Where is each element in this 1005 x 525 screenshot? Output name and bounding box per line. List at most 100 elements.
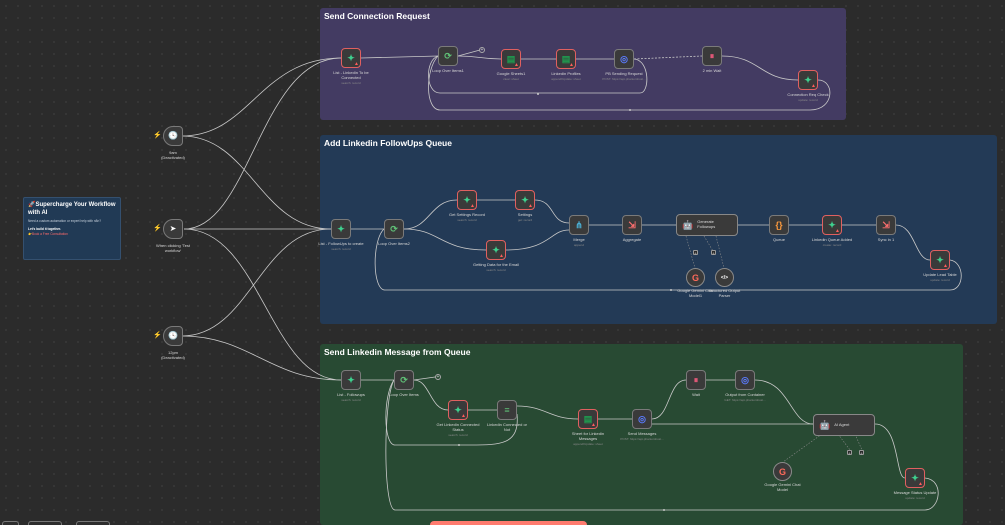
node-subtitle: append/Update: sheet bbox=[573, 441, 603, 446]
wire bbox=[534, 199, 570, 224]
node-a5[interactable]: ◎ bbox=[614, 49, 634, 69]
node-subtitle: create: record bbox=[822, 242, 842, 247]
node-subtitle: search: record bbox=[486, 267, 506, 272]
node-subtitle: append bbox=[573, 242, 585, 247]
node-b14[interactable]: </> bbox=[715, 268, 734, 287]
pause-icon: ⏸ bbox=[709, 50, 715, 61]
node-b12[interactable]: ✦▲ bbox=[930, 250, 950, 270]
wire bbox=[385, 379, 518, 446]
pause-icon: ⏸ bbox=[693, 374, 699, 385]
merge-icon: ⋔ bbox=[575, 219, 583, 230]
bolt-icon: ⚡ bbox=[153, 132, 162, 139]
add-node-icon[interactable]: + bbox=[479, 47, 485, 53]
node-b11[interactable]: ⇲ bbox=[876, 215, 896, 235]
supabase-icon: ✦ bbox=[936, 254, 944, 265]
globe-icon: ◎ bbox=[620, 53, 628, 64]
node-a1[interactable]: ✦▲ bbox=[341, 48, 361, 68]
warning-icon: ▲ bbox=[514, 62, 519, 68]
wire bbox=[403, 228, 487, 251]
node-b6[interactable]: ⋔ bbox=[569, 215, 589, 235]
zoom-out-button[interactable] bbox=[76, 521, 110, 525]
trigger-12pm[interactable]: 🕓 bbox=[163, 326, 183, 346]
trigger-9am[interactable]: 🕓 bbox=[163, 126, 183, 146]
wire bbox=[703, 235, 714, 252]
node-b4[interactable]: ✦▲ bbox=[515, 190, 535, 210]
zoom-to-fit-button[interactable] bbox=[2, 521, 19, 525]
node-b2[interactable]: ⟳ bbox=[384, 219, 404, 239]
node-b1[interactable]: ✦ bbox=[331, 219, 351, 239]
wire bbox=[721, 55, 799, 81]
node-c11[interactable]: ✦▲ bbox=[905, 468, 925, 488]
warning-icon: ▲ bbox=[569, 62, 574, 68]
node-label: 2 min Wait bbox=[702, 68, 722, 73]
supabase-icon: ✦ bbox=[347, 374, 355, 385]
port bbox=[670, 289, 672, 291]
node-c4[interactable]: ≡ bbox=[497, 400, 517, 420]
wire bbox=[874, 423, 906, 479]
supabase-icon: ✦ bbox=[454, 404, 462, 415]
node-c1[interactable]: ✦ bbox=[341, 370, 361, 390]
node-label: Loop Over Items bbox=[389, 392, 419, 397]
node-b5[interactable]: ✦▲ bbox=[486, 240, 506, 260]
add-subnode-icon[interactable]: + bbox=[711, 250, 716, 256]
sticky-send-connection-request[interactable]: Send Connection Request bbox=[320, 8, 846, 120]
node-c7[interactable]: ⏸ bbox=[686, 370, 706, 390]
warning-icon: ▲ bbox=[835, 228, 840, 234]
node-label: Linkedin Connected or Not bbox=[486, 422, 528, 432]
test-workflow-button[interactable] bbox=[430, 521, 587, 525]
supabase-icon: ✦ bbox=[337, 223, 345, 234]
wire bbox=[837, 433, 851, 451]
node-label: Sync in 1 bbox=[877, 237, 895, 242]
node-label: Aggregate bbox=[622, 237, 642, 242]
wire bbox=[413, 376, 436, 381]
node-b8[interactable]: 🤖Generate Followups bbox=[676, 214, 738, 236]
node-b3[interactable]: ✦▲ bbox=[457, 190, 477, 210]
node-label: Getting Data for the Email bbox=[472, 262, 520, 267]
supabase-icon: ✦ bbox=[463, 194, 471, 205]
node-a3[interactable]: ▤▲ bbox=[501, 49, 521, 69]
node-b9[interactable]: {} bbox=[769, 215, 789, 235]
node-label: Sheet for Linkedin Messages bbox=[571, 431, 605, 441]
supabase-icon: ✦ bbox=[911, 472, 919, 483]
node-a4[interactable]: ▤▲ bbox=[556, 49, 576, 69]
node-a2[interactable]: ⟳ bbox=[438, 46, 458, 66]
node-inline-label: Generate Followups bbox=[697, 219, 716, 229]
add-subnode-icon[interactable]: + bbox=[859, 450, 864, 456]
node-c8[interactable]: ◎ bbox=[735, 370, 755, 390]
add-node-icon[interactable]: + bbox=[435, 374, 441, 380]
node-subtitle: GET: https://api.phantombust... bbox=[724, 397, 766, 402]
node-subtitle: update: record bbox=[905, 495, 925, 500]
node-b13[interactable]: G bbox=[686, 268, 705, 287]
add-subnode-icon[interactable]: + bbox=[847, 450, 852, 456]
node-b7[interactable]: ⇲ bbox=[622, 215, 642, 235]
wire bbox=[428, 55, 831, 111]
node-c3[interactable]: ✦▲ bbox=[448, 400, 468, 420]
supabase-icon: ✦ bbox=[347, 52, 355, 63]
zoom-in-button[interactable] bbox=[28, 521, 62, 525]
node-label: Loop Over Items1 bbox=[432, 68, 464, 73]
promo-card[interactable]: 🚀Supercharge Your Workflow with AI Need … bbox=[23, 197, 121, 260]
node-a7[interactable]: ✦▲ bbox=[798, 70, 818, 90]
node-a6[interactable]: ⏸ bbox=[702, 46, 722, 66]
node-c9[interactable]: 🤖AI Agent bbox=[813, 414, 875, 436]
trigger-manual[interactable]: ➤ bbox=[163, 219, 183, 239]
node-label: List - Linkedin To be Connected bbox=[333, 70, 369, 80]
node-b10[interactable]: ✦▲ bbox=[822, 215, 842, 235]
node-label: Google Gemini Chat Model bbox=[764, 482, 801, 492]
node-c6[interactable]: ◎ bbox=[632, 409, 652, 429]
promo-title: 🚀Supercharge Your Workflow with AI bbox=[28, 202, 116, 216]
promo-link[interactable]: 👉Book a Free Consultation bbox=[28, 232, 68, 236]
add-subnode-icon[interactable]: + bbox=[693, 250, 698, 256]
node-label: Output from Container bbox=[725, 392, 765, 397]
wire bbox=[403, 199, 458, 230]
node-label: When clicking 'Test workflow' bbox=[156, 243, 190, 253]
node-c2[interactable]: ⟳ bbox=[394, 370, 414, 390]
node-subtitle: clear: sheet bbox=[503, 76, 519, 81]
warning-icon: ▲ bbox=[918, 481, 923, 487]
node-c5[interactable]: ▤▲ bbox=[578, 409, 598, 429]
wire bbox=[360, 55, 439, 59]
node-c10[interactable]: G bbox=[773, 462, 792, 481]
clock-icon: 🕓 bbox=[168, 331, 178, 340]
wire bbox=[181, 57, 342, 137]
